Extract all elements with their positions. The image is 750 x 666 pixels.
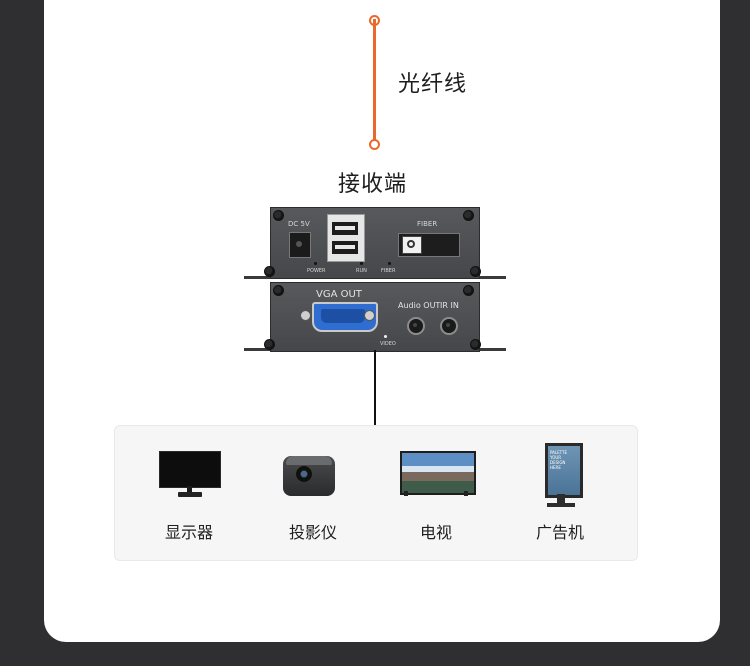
usb-port-icon — [332, 241, 358, 254]
video-led — [384, 335, 387, 338]
fiber-label: 光纤线 — [398, 72, 468, 97]
vga-screw-icon — [300, 310, 311, 321]
kiosk-icon — [545, 443, 583, 498]
dc-power-port — [289, 232, 311, 258]
fiber-led — [388, 262, 391, 265]
projector-lens — [296, 466, 312, 482]
tv-icon — [400, 451, 476, 495]
device-label-tv: 电视 — [419, 523, 452, 542]
kiosk-screen-text: PALETTE YOUR DESIGN HERE — [550, 450, 567, 470]
output-cable — [374, 350, 376, 426]
tv-foot — [464, 491, 468, 496]
ir-jack — [440, 317, 458, 335]
device-label-kiosk: 广告机 — [535, 523, 584, 542]
device-label-projector: 投影仪 — [288, 523, 337, 542]
usb-port-icon — [332, 222, 358, 235]
run-led — [360, 262, 363, 265]
audio-out-label: Audio OUT — [398, 301, 441, 310]
tv-foot — [404, 491, 408, 496]
screw-icon — [264, 266, 275, 277]
run-led-label: RUN — [356, 268, 367, 274]
monitor-base — [178, 492, 202, 497]
monitor-icon — [159, 451, 221, 488]
vga-screw-icon — [364, 310, 375, 321]
screw-icon — [470, 339, 481, 350]
sc-connector-icon — [402, 236, 422, 254]
screw-icon — [463, 285, 474, 296]
fiber-line-bottom-dot — [369, 139, 380, 150]
power-led-label: POWER — [307, 268, 326, 274]
fiber-line — [373, 19, 376, 143]
vga-pins — [321, 309, 365, 323]
projector-top — [286, 456, 332, 465]
screw-icon — [273, 285, 284, 296]
screw-icon — [264, 339, 275, 350]
device-label-monitor: 显示器 — [164, 523, 213, 542]
kiosk-base — [547, 503, 575, 507]
fiber-port-label: FIBER — [417, 220, 438, 228]
fiber-led-label: FIBER — [381, 268, 396, 274]
fiber-port — [398, 233, 460, 257]
dc-port-label: DC 5V — [288, 220, 310, 228]
usb-ports — [327, 214, 365, 262]
power-led — [314, 262, 317, 265]
video-led-label: VIDEO — [380, 341, 396, 347]
screw-icon — [463, 210, 474, 221]
monitor-stand — [187, 486, 192, 492]
screw-icon — [273, 210, 284, 221]
vga-out-label: VGA OUT — [316, 289, 362, 300]
kiosk-post — [557, 494, 565, 504]
screw-icon — [470, 266, 481, 277]
receiver-label: 接收端 — [338, 172, 408, 197]
ir-in-label: IR IN — [440, 301, 459, 310]
audio-jack — [407, 317, 425, 335]
